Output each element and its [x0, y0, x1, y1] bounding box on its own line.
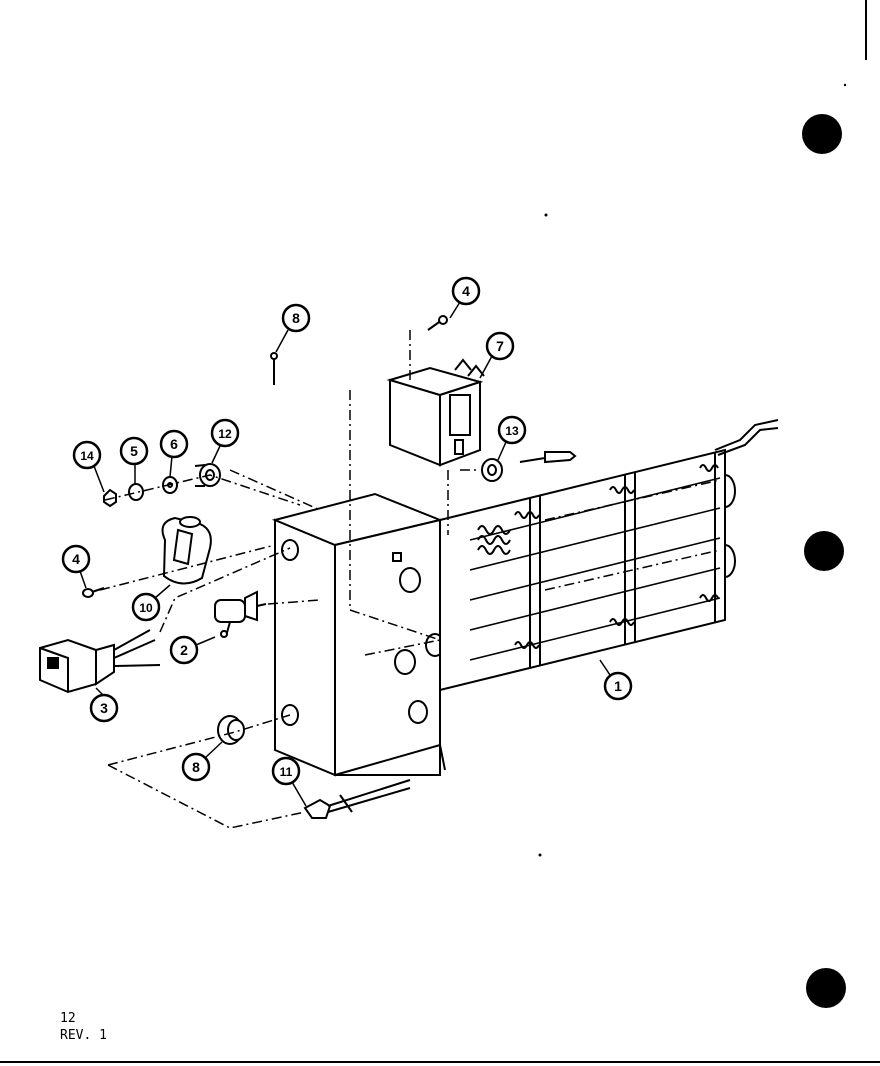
svg-text:1: 1 — [614, 678, 622, 694]
svg-text:12: 12 — [218, 427, 232, 441]
callout-6: 6 — [159, 429, 189, 478]
callout-4-left: 4 — [61, 544, 91, 589]
limit-control-part-10 — [161, 516, 212, 585]
stray-marks — [538, 83, 847, 857]
pin-part-13 — [519, 451, 577, 464]
callout-3: 3 — [89, 687, 119, 723]
page-footer: 12 REV. 1 — [60, 1010, 107, 1044]
callout-12: 12 — [210, 418, 240, 464]
svg-text:4: 4 — [72, 551, 80, 567]
svg-text:14: 14 — [80, 449, 94, 463]
callout-13: 13 — [497, 415, 527, 461]
terminal-block-part-3 — [39, 629, 161, 694]
lockwasher-part-5 — [128, 483, 144, 501]
leader-lines — [99, 330, 721, 829]
callouts: 1 2 3 4 4 5 6 — [61, 276, 633, 807]
svg-text:2: 2 — [180, 642, 188, 658]
svg-text:7: 7 — [496, 338, 504, 354]
svg-text:10: 10 — [139, 601, 153, 615]
thermostat-part-2 — [214, 590, 267, 638]
heater-element-assembly — [439, 419, 779, 700]
revision-label: REV. 1 — [60, 1028, 107, 1043]
callout-5: 5 — [119, 436, 149, 484]
nut-part-14 — [103, 488, 117, 508]
svg-text:4: 4 — [462, 283, 470, 299]
screw-part-4-left — [82, 587, 105, 598]
page-number: 12 — [60, 1011, 76, 1026]
screw-part-8-top — [270, 352, 278, 385]
power-cord-part-11 — [303, 779, 411, 819]
callout-14: 14 — [72, 440, 105, 493]
svg-text:3: 3 — [100, 700, 108, 716]
svg-text:6: 6 — [170, 436, 178, 452]
binder-hole-top — [802, 114, 842, 154]
svg-text:8: 8 — [192, 759, 200, 775]
callout-1: 1 — [599, 659, 633, 701]
svg-text:11: 11 — [280, 765, 293, 779]
svg-text:5: 5 — [130, 443, 138, 459]
callout-8-top: 8 — [275, 303, 311, 353]
grommet-part-8-lower — [217, 715, 245, 745]
callout-11: 11 — [271, 756, 307, 807]
control-box-housing — [271, 492, 446, 777]
callout-7: 7 — [479, 331, 515, 379]
callout-4-top: 4 — [449, 276, 481, 319]
binder-hole-bottom — [806, 968, 846, 1008]
screw-part-4-top — [427, 315, 448, 331]
relay-contactor — [386, 358, 485, 467]
binder-hole-middle — [804, 531, 844, 571]
svg-text:8: 8 — [292, 310, 300, 326]
callout-2: 2 — [169, 635, 216, 665]
bushing-part-13 — [481, 458, 503, 482]
svg-text:13: 13 — [505, 424, 519, 438]
callout-10: 10 — [131, 584, 171, 622]
callout-8-lower: 8 — [181, 741, 223, 782]
